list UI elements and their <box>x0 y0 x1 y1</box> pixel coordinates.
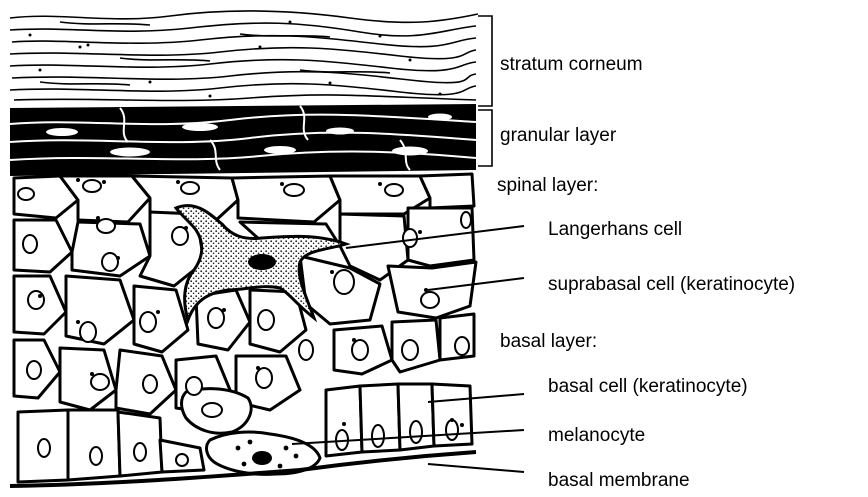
label-melanocyte: melanocyte <box>548 425 645 446</box>
label-langerhans-cell: Langerhans cell <box>548 219 682 240</box>
label-suprabasal-cell: suprabasal cell (keratinocyte) <box>548 274 795 295</box>
label-spinal-layer: spinal layer: <box>497 175 598 196</box>
label-basal-membrane: basal membrane <box>548 470 690 491</box>
label-basal-layer: basal layer: <box>500 331 597 352</box>
spinal-layer-cells <box>14 174 476 414</box>
layer-brackets <box>478 16 492 166</box>
granular-layer <box>10 104 476 176</box>
label-granular-layer: granular layer <box>500 125 617 146</box>
label-stratum-corneum: stratum corneum <box>500 54 643 75</box>
label-basal-cell: basal cell (keratinocyte) <box>548 376 748 397</box>
stratum-corneum-layer <box>10 11 478 101</box>
